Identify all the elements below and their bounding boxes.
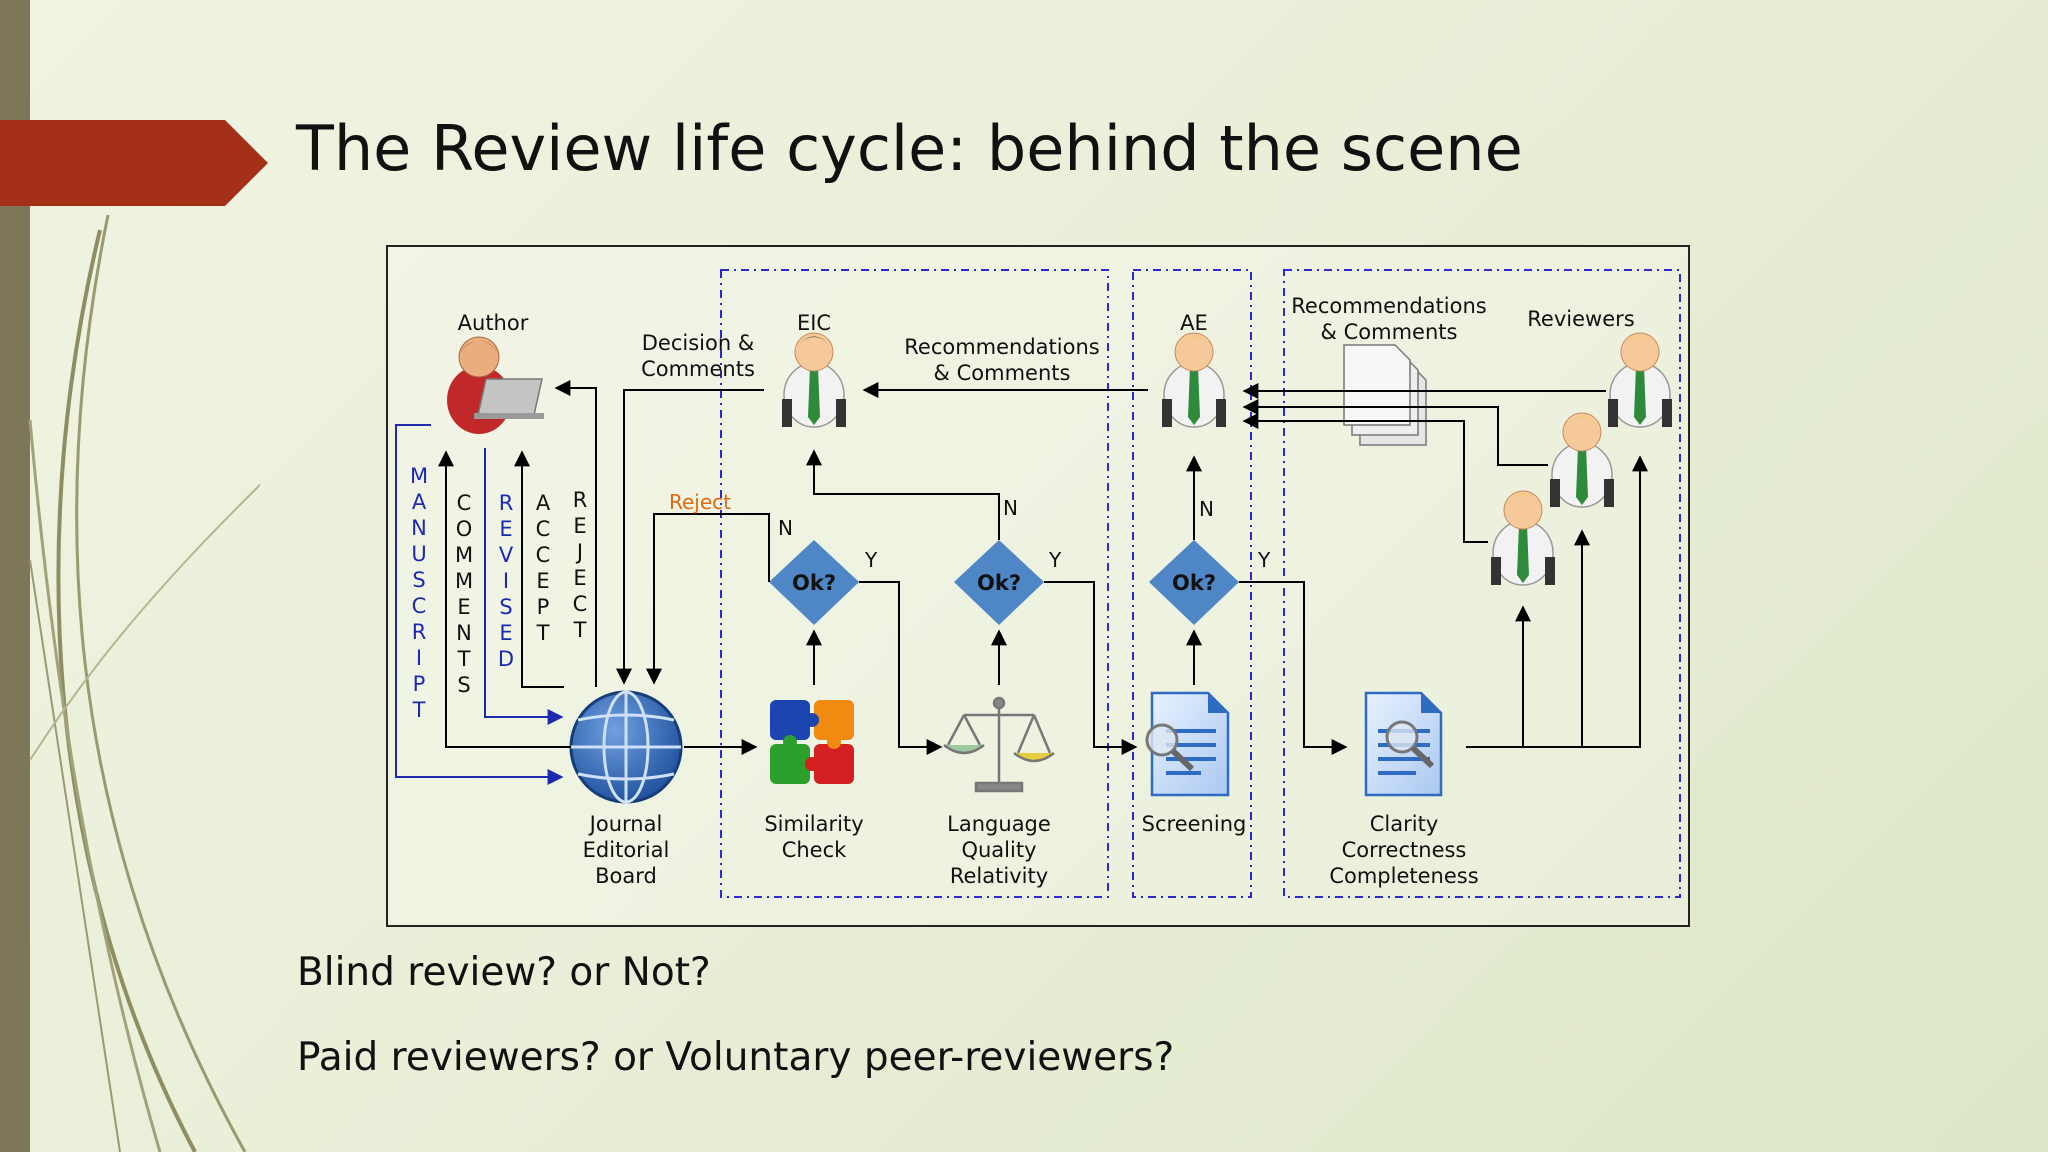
yes-label: Y — [1257, 548, 1271, 572]
recommendations-eic-label-1: Recommendations — [904, 335, 1099, 359]
reviewer-icon-3 — [1490, 490, 1556, 586]
reviewer-icon-1 — [1607, 332, 1673, 428]
board-label-3: Board — [595, 864, 657, 888]
connector-lines — [438, 380, 1648, 755]
globe-icon — [569, 690, 683, 804]
review-lifecycle-diagram: Ok? Ok? Ok? — [386, 245, 1690, 927]
screening-label: Screening — [1142, 812, 1247, 836]
ae-label: AE — [1180, 311, 1208, 335]
eic-icon — [781, 332, 847, 428]
clarity-document-icon — [1364, 691, 1443, 797]
author-icon — [447, 336, 544, 434]
no-label: N — [1199, 497, 1214, 521]
reviewer-icon-2 — [1549, 412, 1615, 508]
decision-similarity: Ok? — [769, 540, 859, 625]
eic-label: EIC — [797, 311, 831, 335]
dashed-group-boxes — [720, 269, 1681, 898]
language-label-3: Relativity — [950, 864, 1048, 888]
clarity-label-3: Completeness — [1329, 864, 1478, 888]
author-label: Author — [458, 311, 529, 335]
similarity-label-1: Similarity — [764, 812, 863, 836]
bullet-blind-review: Blind review? or Not? — [297, 950, 711, 995]
language-label-2: Quality — [961, 838, 1036, 862]
reviewers-label: Reviewers — [1527, 307, 1634, 331]
title-arrow — [0, 120, 268, 206]
board-label-1: Journal — [588, 812, 663, 836]
decision-screening: Ok? — [1149, 540, 1239, 625]
yes-label: Y — [1048, 548, 1062, 572]
documents-icon — [1343, 344, 1427, 446]
decision-comments-label-1: Decision & — [642, 331, 754, 355]
no-label: N — [1003, 496, 1018, 520]
recommendations-reviewers-label-1: Recommendations — [1291, 294, 1486, 318]
puzzle-icon — [770, 700, 854, 784]
decision-comments-label-2: Comments — [641, 357, 755, 381]
decision-label: Ok? — [977, 571, 1021, 595]
ae-icon — [1161, 332, 1227, 428]
similarity-label-2: Check — [782, 838, 847, 862]
manuscript-lines — [395, 424, 564, 785]
no-label: N — [778, 516, 793, 540]
clarity-label-1: Clarity — [1370, 812, 1439, 836]
decision-label: Ok? — [1172, 571, 1216, 595]
decision-label: Ok? — [792, 571, 836, 595]
screening-document-icon — [1145, 691, 1230, 797]
clarity-label-2: Correctness — [1342, 838, 1467, 862]
yes-label: Y — [864, 548, 878, 572]
recommendations-eic-label-2: & Comments — [934, 361, 1071, 385]
slide-title: The Review life cycle: behind the scene — [296, 112, 1523, 185]
reject-edge-label: Reject — [669, 490, 731, 514]
decision-language: Ok? — [954, 540, 1044, 625]
bullet-paid-reviewers: Paid reviewers? or Voluntary peer-review… — [297, 1035, 1175, 1080]
board-label-2: Editorial — [583, 838, 670, 862]
language-label-1: Language — [947, 812, 1051, 836]
decorative-swoosh — [28, 214, 260, 1152]
scales-icon — [943, 696, 1055, 793]
recommendations-reviewers-label-2: & Comments — [1321, 320, 1458, 344]
